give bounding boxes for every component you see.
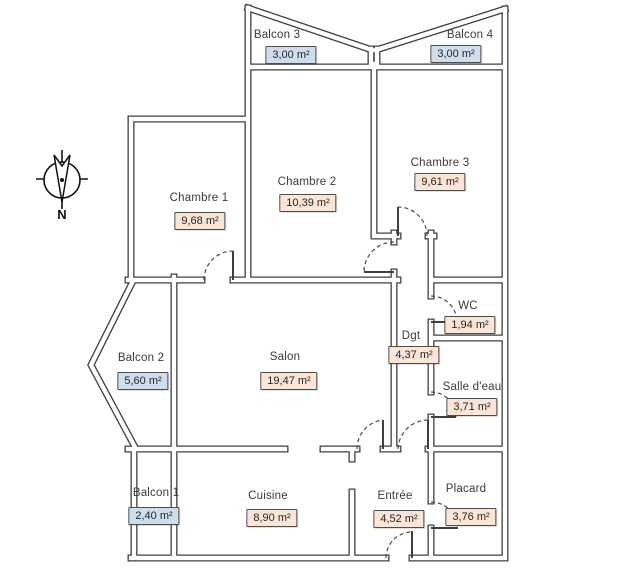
room-label-chambre-2: Chambre 2 — [277, 176, 337, 188]
door-arc-salon-entree — [356, 419, 384, 450]
room-area-salle-deau: 3,71 m² — [446, 398, 498, 416]
room-area-entree: 4,52 m² — [373, 510, 425, 528]
door-arcs — [203, 206, 458, 559]
room-label-balcon-3: Balcon 3 — [253, 29, 301, 41]
room-area-chambre-3: 9,61 m² — [414, 173, 466, 191]
door-arc-degagement — [397, 419, 429, 450]
room-label-placard: Placard — [445, 483, 487, 495]
room-area-placard: 3,76 m² — [445, 508, 497, 526]
room-label-entree: Entrée — [377, 490, 413, 502]
door-arc-entrance — [385, 531, 413, 559]
room-area-balcon-2: 5,60 m² — [117, 372, 169, 390]
door-arc-chambre3 — [397, 206, 428, 237]
room-area-degagement: 4,37 m² — [388, 346, 440, 364]
door-arc-chambre1 — [203, 250, 234, 281]
room-label-chambre-1: Chambre 1 — [169, 192, 229, 204]
compass-center-dot — [60, 178, 64, 182]
compass-ticks — [36, 150, 88, 209]
room-label-chambre-3: Chambre 3 — [410, 157, 470, 169]
room-area-balcon-1: 2,40 m² — [128, 507, 180, 525]
room-area-cuisine: 8,90 m² — [246, 509, 298, 527]
room-area-balcon-3: 3,00 m² — [265, 46, 317, 64]
room-label-degagement: Dgt — [401, 330, 421, 342]
compass-north-label: N — [57, 207, 66, 222]
room-label-salle-deau: Salle d'eau — [442, 381, 502, 393]
door-arc-chambre2 — [363, 241, 395, 273]
room-label-balcon-1: Balcon 1 — [132, 487, 180, 499]
door-leaves — [232, 207, 458, 558]
room-area-chambre-1: 9,68 m² — [174, 212, 226, 230]
room-area-salon: 19,47 m² — [260, 372, 318, 390]
room-label-wc: WC — [458, 300, 478, 312]
room-label-balcon-2: Balcon 2 — [117, 352, 165, 364]
room-label-salon: Salon — [269, 351, 301, 363]
compass-icon: N — [36, 150, 88, 222]
walls — [87, 3, 510, 562]
room-area-balcon-4: 3,00 m² — [430, 45, 482, 63]
room-label-cuisine: Cuisine — [248, 490, 288, 502]
room-area-wc: 1,94 m² — [444, 316, 496, 334]
room-label-balcon-4: Balcon 4 — [446, 29, 494, 41]
room-area-chambre-2: 10,39 m² — [279, 194, 337, 212]
